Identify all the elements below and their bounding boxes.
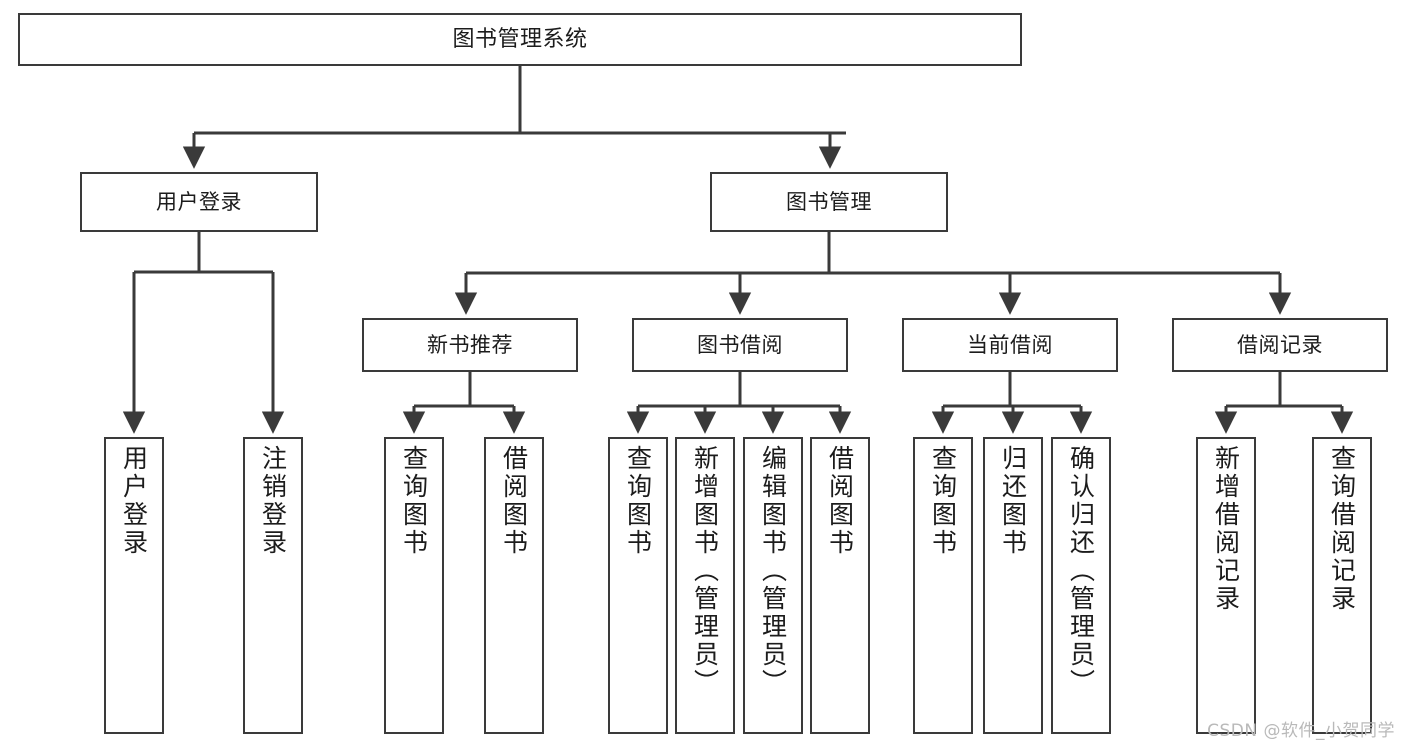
node-label: 查询借阅记录 [1327,445,1357,613]
node-label: 借阅图书 [825,445,855,557]
node-label: 当前借阅 [967,332,1053,357]
watermark-text: CSDN @软件_小贺同学 [1207,721,1395,741]
node-label: 新书推荐 [427,332,513,357]
node-label: 查询图书 [399,445,429,557]
node-label: 用户登录 [119,445,149,557]
node-new-book-recommendation[interactable]: 新书推荐 [362,318,578,372]
leaf-current-query-books[interactable]: 查询图书 [913,437,973,734]
node-label: 归还图书 [998,445,1028,557]
leaf-records-add-record[interactable]: 新增借阅记录 [1196,437,1256,734]
node-label: 用户登录 [156,189,242,214]
node-user-login[interactable]: 用户登录 [80,172,318,232]
node-label: 查询图书 [928,445,958,557]
leaf-current-return-books[interactable]: 归还图书 [983,437,1043,734]
node-label: 编辑图书（管理员） [758,445,788,697]
leaf-new-book-borrow-books[interactable]: 借阅图书 [484,437,544,734]
node-book-borrowing[interactable]: 图书借阅 [632,318,848,372]
node-root-book-management-system[interactable]: 图书管理系统 [18,13,1022,66]
node-label: 确认归还（管理员） [1066,445,1096,697]
node-label: 新增图书（管理员） [690,445,720,697]
leaf-borrowing-add-book-admin[interactable]: 新增图书（管理员） [675,437,735,734]
node-label: 图书借阅 [697,332,783,357]
node-label: 借阅图书 [499,445,529,557]
node-current-borrowing[interactable]: 当前借阅 [902,318,1118,372]
node-label: 注销登录 [258,445,288,557]
leaf-borrowing-borrow-books[interactable]: 借阅图书 [810,437,870,734]
node-label: 查询图书 [623,445,653,557]
node-label: 借阅记录 [1237,332,1323,357]
leaf-user-login-sign-in[interactable]: 用户登录 [104,437,164,734]
leaf-records-query-record[interactable]: 查询借阅记录 [1312,437,1372,734]
leaf-user-login-sign-out[interactable]: 注销登录 [243,437,303,734]
leaf-current-confirm-return-admin[interactable]: 确认归还（管理员） [1051,437,1111,734]
node-book-management[interactable]: 图书管理 [710,172,948,232]
leaf-new-book-query-books[interactable]: 查询图书 [384,437,444,734]
node-label: 图书管理 [786,189,872,214]
leaf-borrowing-query-books[interactable]: 查询图书 [608,437,668,734]
node-borrowing-records[interactable]: 借阅记录 [1172,318,1388,372]
node-label: 新增借阅记录 [1211,445,1241,613]
node-label: 图书管理系统 [452,26,588,52]
leaf-borrowing-edit-book-admin[interactable]: 编辑图书（管理员） [743,437,803,734]
